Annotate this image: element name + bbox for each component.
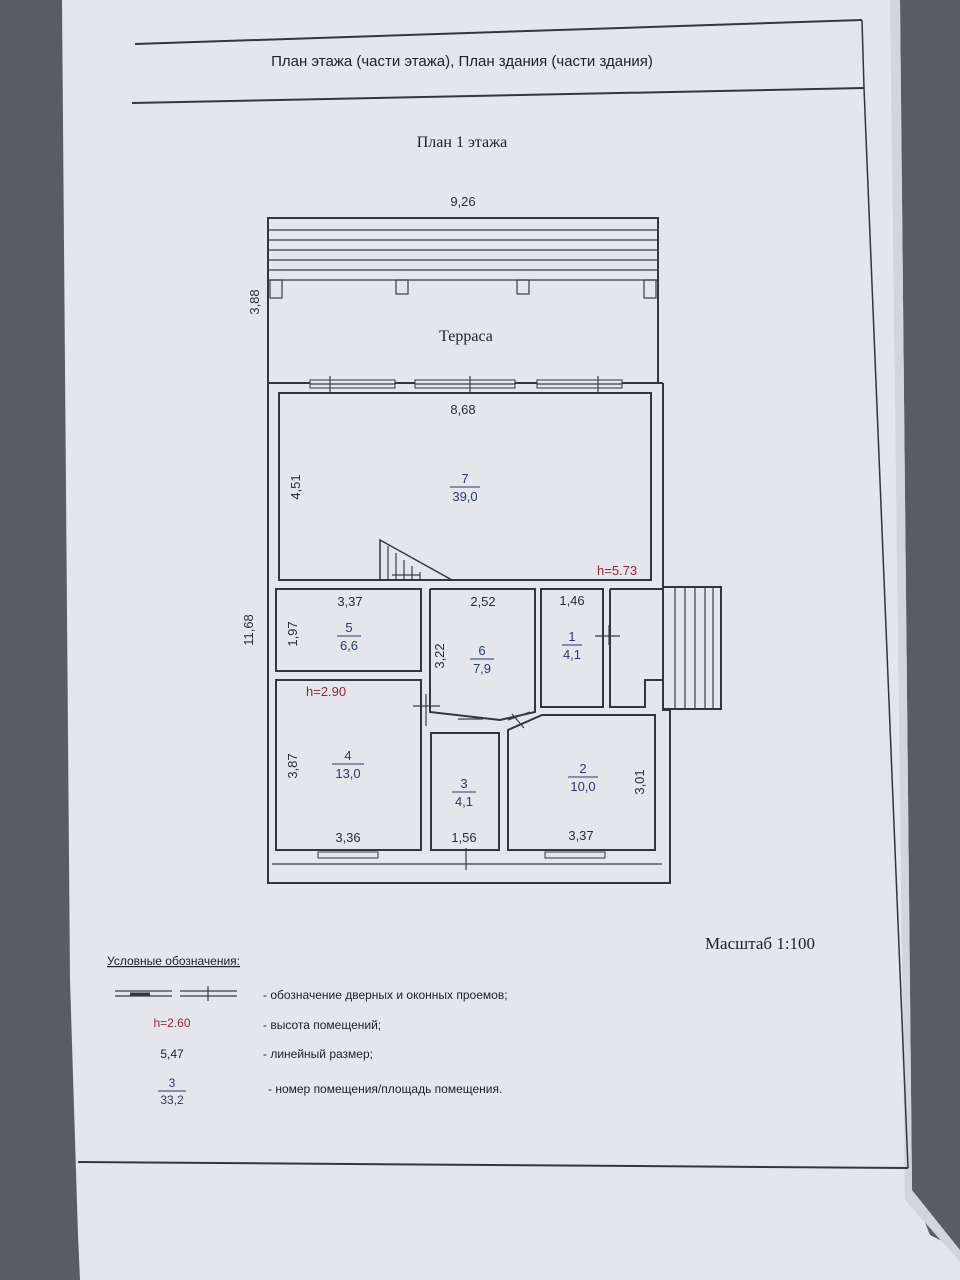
header-frame (77, 19, 909, 1169)
room-3-area: 4,1 (455, 794, 473, 809)
dimension-room4-width: 3,36 (335, 830, 360, 845)
legend-opening-symbol (115, 986, 237, 1001)
room-4-number: 4 (344, 748, 351, 763)
legend-item-openings: - обозначение дверных и оконных проемов; (263, 988, 508, 1002)
room-7-number: 7 (461, 471, 468, 486)
dimension-room5-depth: 1,97 (285, 621, 300, 646)
dimension-terrace-depth: 3,88 (247, 289, 262, 314)
paper-sheet (62, 0, 960, 1280)
room-4-area: 13,0 (335, 766, 360, 781)
legend-height-symbol: h=2.60 (153, 1016, 190, 1030)
dimension-room2-depth: 3,01 (632, 769, 647, 794)
room-2-number: 2 (579, 761, 586, 776)
legend-room-area-symbol: 33,2 (160, 1093, 184, 1107)
window-symbols (309, 376, 623, 870)
header-title: План этажа (части этажа), План здания (ч… (271, 53, 653, 70)
legend-title: Условные обозначения: (107, 954, 240, 968)
legend-room-number-symbol: 3 (169, 1076, 176, 1090)
room-6-area: 7,9 (473, 661, 491, 676)
dimension-room2-width: 3,37 (568, 828, 593, 843)
legend-item-dimension: - линейный размер; (263, 1047, 373, 1061)
dimension-room5-width: 3,37 (337, 594, 362, 609)
legend-item-height: - высота помещений; (263, 1018, 381, 1032)
dimension-total-width: 9,26 (450, 194, 475, 209)
room-6 (413, 588, 536, 729)
room-6-number: 6 (478, 643, 485, 658)
dimension-room6-depth: 3,22 (432, 643, 447, 668)
room-3 (430, 732, 500, 851)
dimension-room6-width: 2,52 (470, 594, 495, 609)
room-5-area: 6,6 (340, 638, 358, 653)
dimension-room7-width: 8,68 (450, 402, 475, 417)
room-2-area: 10,0 (570, 779, 595, 794)
plan-title: План 1 этажа (417, 134, 508, 151)
room-3-number: 3 (460, 776, 467, 791)
room-5-number: 5 (345, 620, 352, 635)
legend-item-room: - номер помещения/площадь помещения. (268, 1082, 502, 1096)
height-mark-main: h=5.73 (597, 563, 637, 578)
room-4 (275, 679, 422, 851)
room-1-area: 4,1 (563, 647, 581, 662)
room-2 (507, 714, 656, 851)
scale-label: Масштаб 1:100 (705, 934, 815, 953)
legend-dimension-symbol: 5,47 (160, 1047, 184, 1061)
room-1-number: 1 (568, 629, 575, 644)
height-mark-lower: h=2.90 (306, 684, 346, 699)
dimension-room7-depth: 4,51 (288, 474, 303, 499)
room-7-area: 39,0 (452, 489, 477, 504)
terrace-label: Терраса (439, 328, 493, 345)
entrance-porch (609, 586, 722, 710)
dimension-room3-width: 1,56 (451, 830, 476, 845)
dimension-room1-width: 1,46 (559, 593, 584, 608)
room-7 (278, 392, 652, 581)
dimension-room4-depth: 3,87 (285, 753, 300, 778)
room-5 (275, 588, 422, 672)
dimension-total-length: 11,68 (241, 614, 256, 646)
